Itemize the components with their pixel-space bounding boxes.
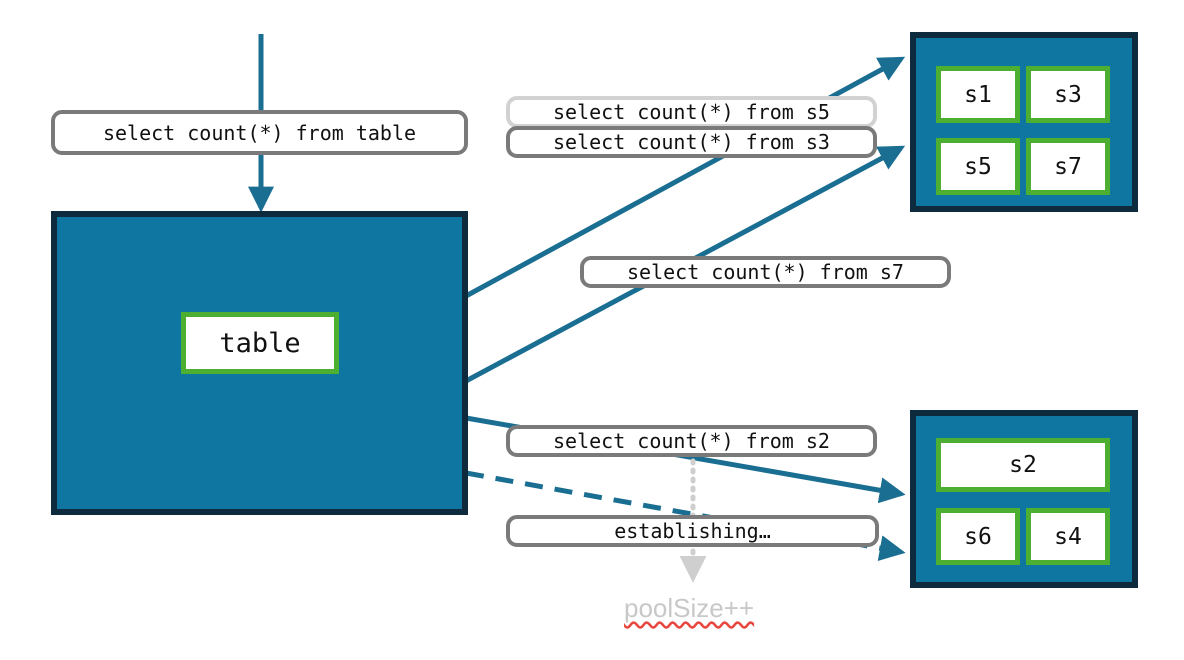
query-pill-s7-text: select count(*) from s7: [627, 260, 904, 284]
pool-size-note: poolSize++: [624, 593, 754, 624]
query-pill-s2[interactable]: select count(*) from s2: [506, 425, 877, 457]
node-s5-label: s5: [964, 153, 992, 180]
query-pill-s5-text: select count(*) from s5: [553, 100, 830, 124]
node-table-label: table: [219, 327, 301, 359]
status-pill-establishing[interactable]: establishing…: [506, 515, 879, 547]
query-pill-s3[interactable]: select count(*) from s3: [506, 126, 877, 158]
node-s2-label: s2: [1009, 452, 1037, 478]
node-s7[interactable]: s7: [1026, 138, 1110, 195]
node-s1-label: s1: [964, 81, 992, 108]
query-pill-table-text: select count(*) from table: [102, 120, 417, 145]
node-s3-label: s3: [1054, 81, 1082, 108]
node-s6-label: s6: [964, 523, 992, 550]
query-pill-s5[interactable]: select count(*) from s5: [506, 96, 877, 128]
node-table[interactable]: table: [181, 312, 339, 374]
node-s6[interactable]: s6: [936, 508, 1020, 565]
node-s7-label: s7: [1054, 153, 1082, 180]
node-s1[interactable]: s1: [936, 66, 1020, 123]
query-pill-s3-text: select count(*) from s3: [553, 130, 830, 154]
query-pill-s2-text: select count(*) from s2: [553, 429, 830, 453]
node-s3[interactable]: s3: [1026, 66, 1110, 123]
node-s5[interactable]: s5: [936, 138, 1020, 195]
query-pill-s7[interactable]: select count(*) from s7: [580, 256, 951, 288]
status-pill-establishing-text: establishing…: [614, 519, 771, 543]
pool-size-note-text: poolSize++: [624, 593, 755, 623]
node-s4[interactable]: s4: [1026, 508, 1110, 565]
node-s2[interactable]: s2: [936, 438, 1110, 492]
query-pill-table[interactable]: select count(*) from table: [51, 110, 468, 155]
node-s4-label: s4: [1054, 523, 1082, 550]
